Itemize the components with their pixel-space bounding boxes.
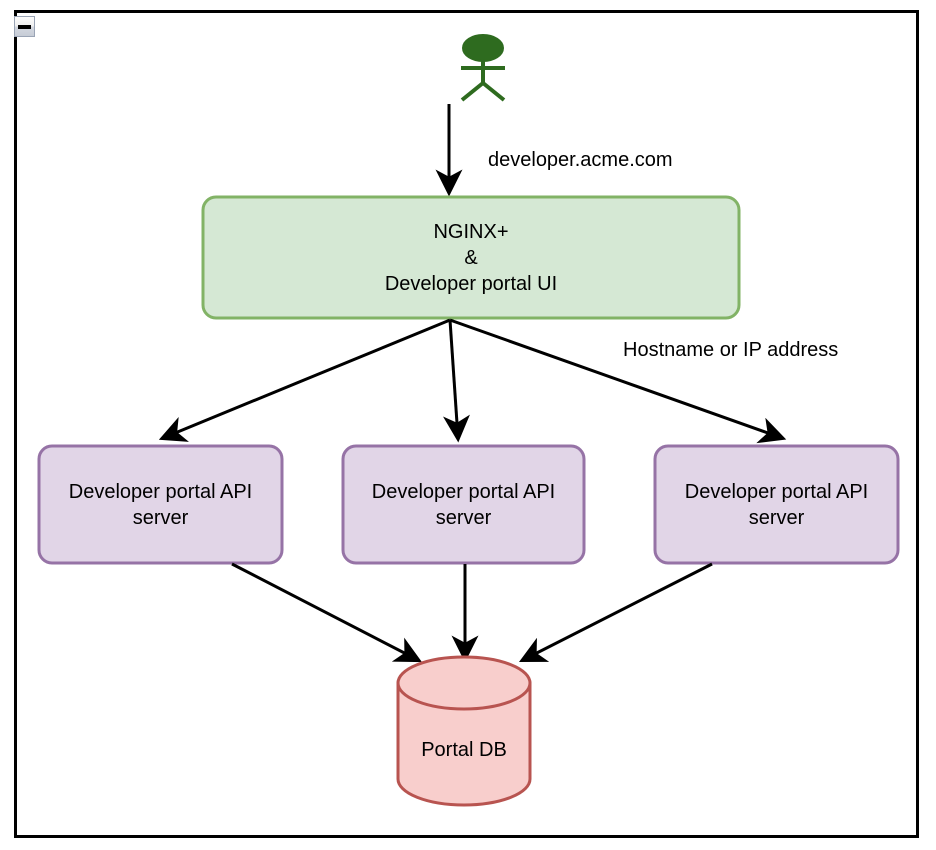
diagram-frame bbox=[14, 10, 919, 838]
node-api-server-3[interactable] bbox=[653, 444, 900, 565]
edge-nginx-to-api-2 bbox=[443, 319, 470, 443]
node-api-server-2[interactable] bbox=[341, 444, 586, 565]
minus-icon bbox=[18, 24, 31, 29]
edge-api-1-to-db bbox=[231, 562, 422, 663]
edge-nginx-to-api-1 bbox=[158, 318, 451, 442]
user-actor-icon bbox=[460, 34, 506, 102]
edge-label-domain: developer.acme.com bbox=[488, 148, 673, 172]
edge-api-3-to-db bbox=[518, 562, 713, 663]
edge-nginx-to-api-3 bbox=[449, 318, 787, 444]
edge-label-domain-text: developer.acme.com bbox=[488, 149, 673, 171]
node-nginx-ui[interactable] bbox=[201, 195, 741, 320]
collapse-toggle-button[interactable] bbox=[14, 16, 35, 37]
edge-label-hostname-text: Hostname or IP address bbox=[623, 339, 839, 361]
edge-label-hostname: Hostname or IP address bbox=[623, 338, 838, 362]
node-portal-db[interactable] bbox=[396, 655, 532, 807]
node-api-server-1[interactable] bbox=[37, 444, 284, 565]
